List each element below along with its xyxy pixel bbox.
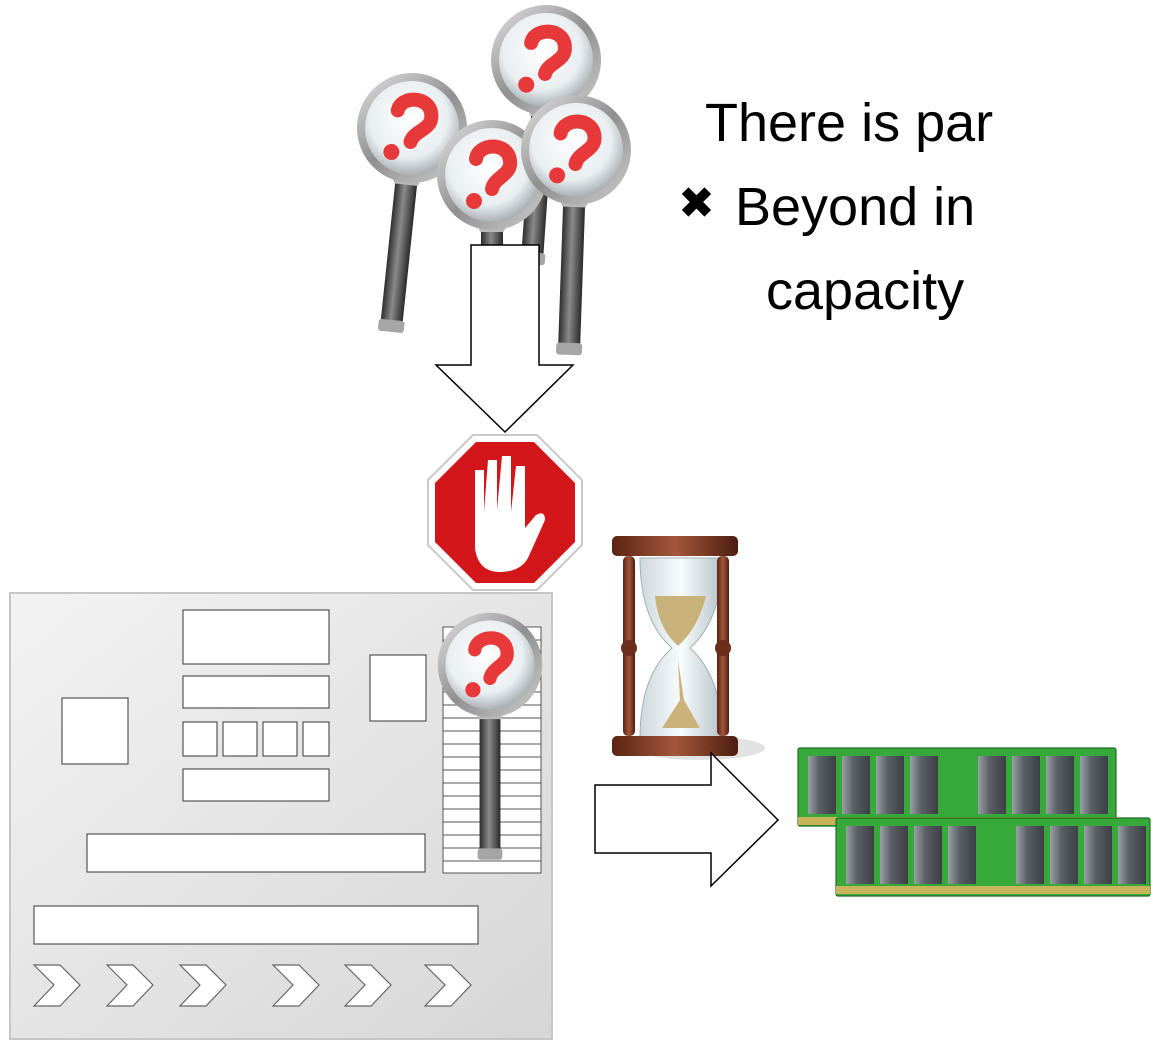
ram-module-icon — [797, 747, 1117, 827]
stop-hand-icon — [427, 434, 583, 591]
ram-module-icon — [835, 817, 1151, 897]
right-arrow — [594, 751, 780, 888]
hourglass-icon — [612, 536, 765, 760]
bullet-continuation: capacity — [766, 261, 965, 321]
bullet-marker: ✖ — [678, 178, 715, 229]
slide-heading: There is par — [705, 93, 994, 153]
processor-board — [9, 592, 553, 1040]
bullet-text: Beyond in — [735, 177, 976, 237]
down-arrow — [434, 244, 575, 434]
